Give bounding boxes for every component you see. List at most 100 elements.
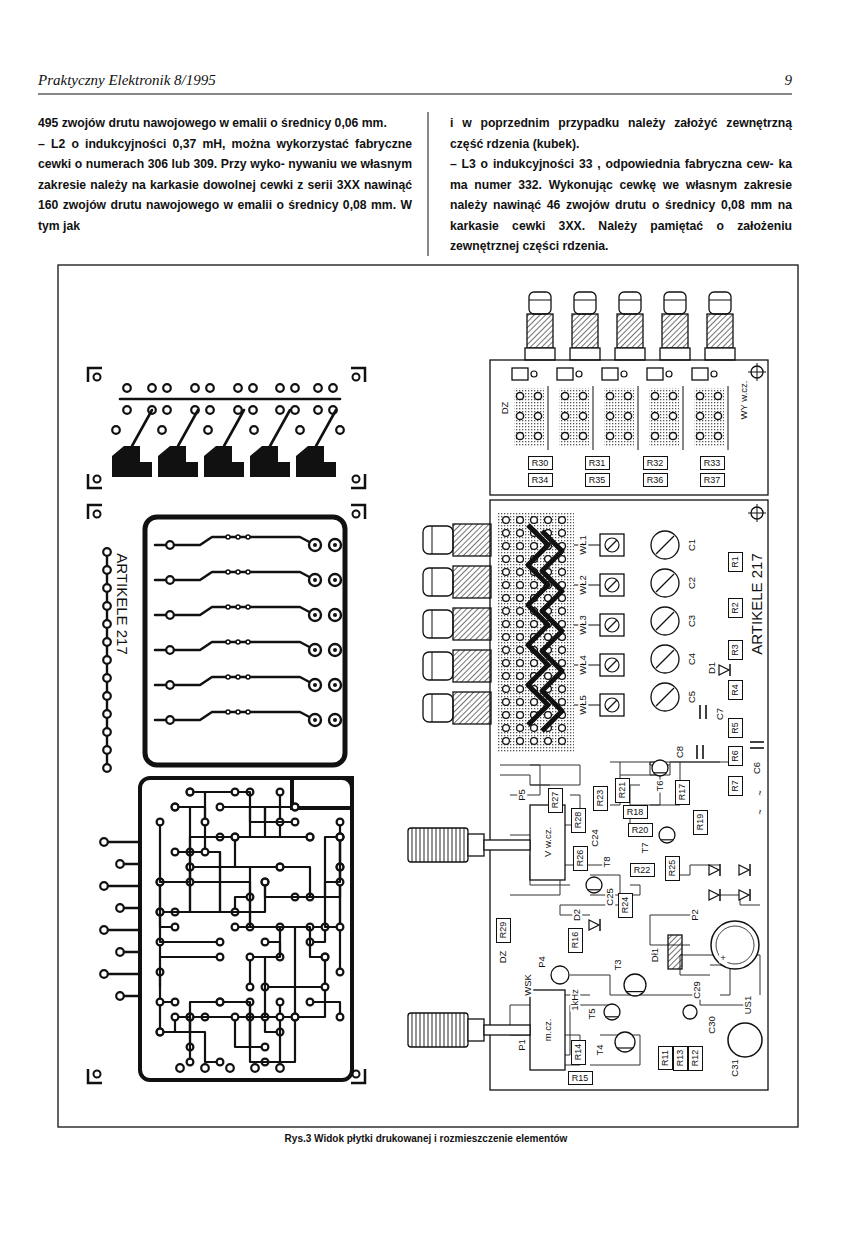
solder-pad <box>292 819 299 826</box>
resistor-box: R32 <box>643 456 668 470</box>
wire-link <box>542 531 562 731</box>
copper-trace <box>155 572 315 580</box>
push-cap <box>619 292 641 314</box>
solder-pad <box>103 584 111 592</box>
solder-pad <box>163 406 171 414</box>
switch-pin <box>559 725 566 732</box>
solder-pad <box>103 620 111 628</box>
switch-pin <box>503 712 510 719</box>
switch-pin <box>517 556 524 563</box>
knurl-line <box>448 828 449 862</box>
solder-pad <box>172 999 179 1006</box>
solder-pad <box>103 692 111 700</box>
resistor-label: R34 <box>532 476 549 485</box>
knurl-line <box>436 1013 437 1047</box>
part-label: C6 <box>752 761 762 775</box>
solder-pad <box>172 804 179 811</box>
switch-pin <box>503 530 510 537</box>
resistor-label: R13 <box>676 1050 685 1067</box>
box-text: R35 <box>589 476 606 485</box>
solder-pad <box>103 710 111 718</box>
solder-pad <box>277 999 284 1006</box>
switch-pin <box>503 725 510 732</box>
via <box>236 675 240 679</box>
corner-mark <box>351 474 365 488</box>
solder-pad <box>276 384 284 392</box>
via <box>246 570 250 574</box>
part-label: DZ <box>498 950 508 965</box>
part-label: D1 <box>707 661 717 675</box>
box-text: R14 <box>574 1044 583 1061</box>
copper-bus <box>145 517 345 765</box>
figure-frame <box>58 265 798 1127</box>
knob-shaft <box>484 840 530 850</box>
solder-pad <box>277 864 284 871</box>
switch-pin <box>545 673 552 680</box>
switch-pin <box>669 412 676 419</box>
switch-base <box>705 348 735 360</box>
resistor-label: R2 <box>731 602 740 614</box>
double-pad <box>309 609 321 621</box>
switch-pin <box>503 556 510 563</box>
board-trace <box>710 965 730 995</box>
switch-pin <box>561 392 568 399</box>
trimmer-capacitor <box>651 683 679 711</box>
resistor-box: R34 <box>528 473 553 487</box>
transistor-outline <box>624 974 646 996</box>
trimmer-body <box>600 614 624 636</box>
solder-pad <box>307 999 314 1006</box>
switch-pin <box>559 647 566 654</box>
part-label: m.cz. <box>543 1018 553 1043</box>
knurl-line <box>420 828 421 862</box>
corner-mark <box>88 474 102 488</box>
corner-hole <box>353 374 360 381</box>
resistor-label: R20 <box>632 826 649 835</box>
solder-pad <box>250 426 258 434</box>
resistor-label: R32 <box>647 459 664 468</box>
double-pad <box>329 714 341 726</box>
switch-body <box>453 650 491 682</box>
solder-pad <box>100 926 108 934</box>
solder-pad <box>249 384 257 392</box>
box-text: R30 <box>532 459 549 468</box>
knurl-line <box>416 1013 417 1047</box>
solder-pad <box>202 849 209 856</box>
solder-pad <box>226 1064 234 1072</box>
part-label: ~ <box>755 808 765 816</box>
part-label: T8 <box>602 855 612 868</box>
solder-pad <box>157 819 164 826</box>
switch-pin <box>517 530 524 537</box>
copper-trace <box>190 1002 250 1047</box>
transistor-outline <box>604 1004 620 1020</box>
switch-pin <box>503 634 510 641</box>
switch-pin <box>559 699 566 706</box>
solder-pad <box>292 1014 299 1021</box>
part-label: T4 <box>595 1043 605 1056</box>
box-text: R22 <box>634 866 651 875</box>
resistor-box: R19 <box>693 810 708 835</box>
solder-pad <box>307 834 314 841</box>
switch-separator <box>728 386 729 450</box>
solder-pad <box>276 406 284 414</box>
resistor-box: R13 <box>673 1046 688 1071</box>
trimmer-capacitor <box>651 645 679 673</box>
switch-body <box>527 314 553 348</box>
switch-pin <box>517 543 524 550</box>
solder-pad <box>103 728 111 736</box>
push-cap <box>574 292 596 314</box>
resistor-label: R21 <box>618 782 627 799</box>
knob-grip <box>408 1013 468 1047</box>
switch-pin <box>531 582 538 589</box>
solder-pad <box>322 954 329 961</box>
solder-pad <box>166 681 174 689</box>
resistor-label: R26 <box>576 850 585 867</box>
resistor-label: R18 <box>627 808 644 817</box>
corner-hole <box>94 511 101 518</box>
solder-pad <box>336 426 344 434</box>
part-label: C2 <box>687 576 697 590</box>
solder-pad <box>158 426 166 434</box>
capacitor-plate <box>705 705 707 719</box>
switch-pin <box>516 412 523 419</box>
solder-pad <box>157 1029 164 1036</box>
trimmer-outline <box>551 966 569 984</box>
